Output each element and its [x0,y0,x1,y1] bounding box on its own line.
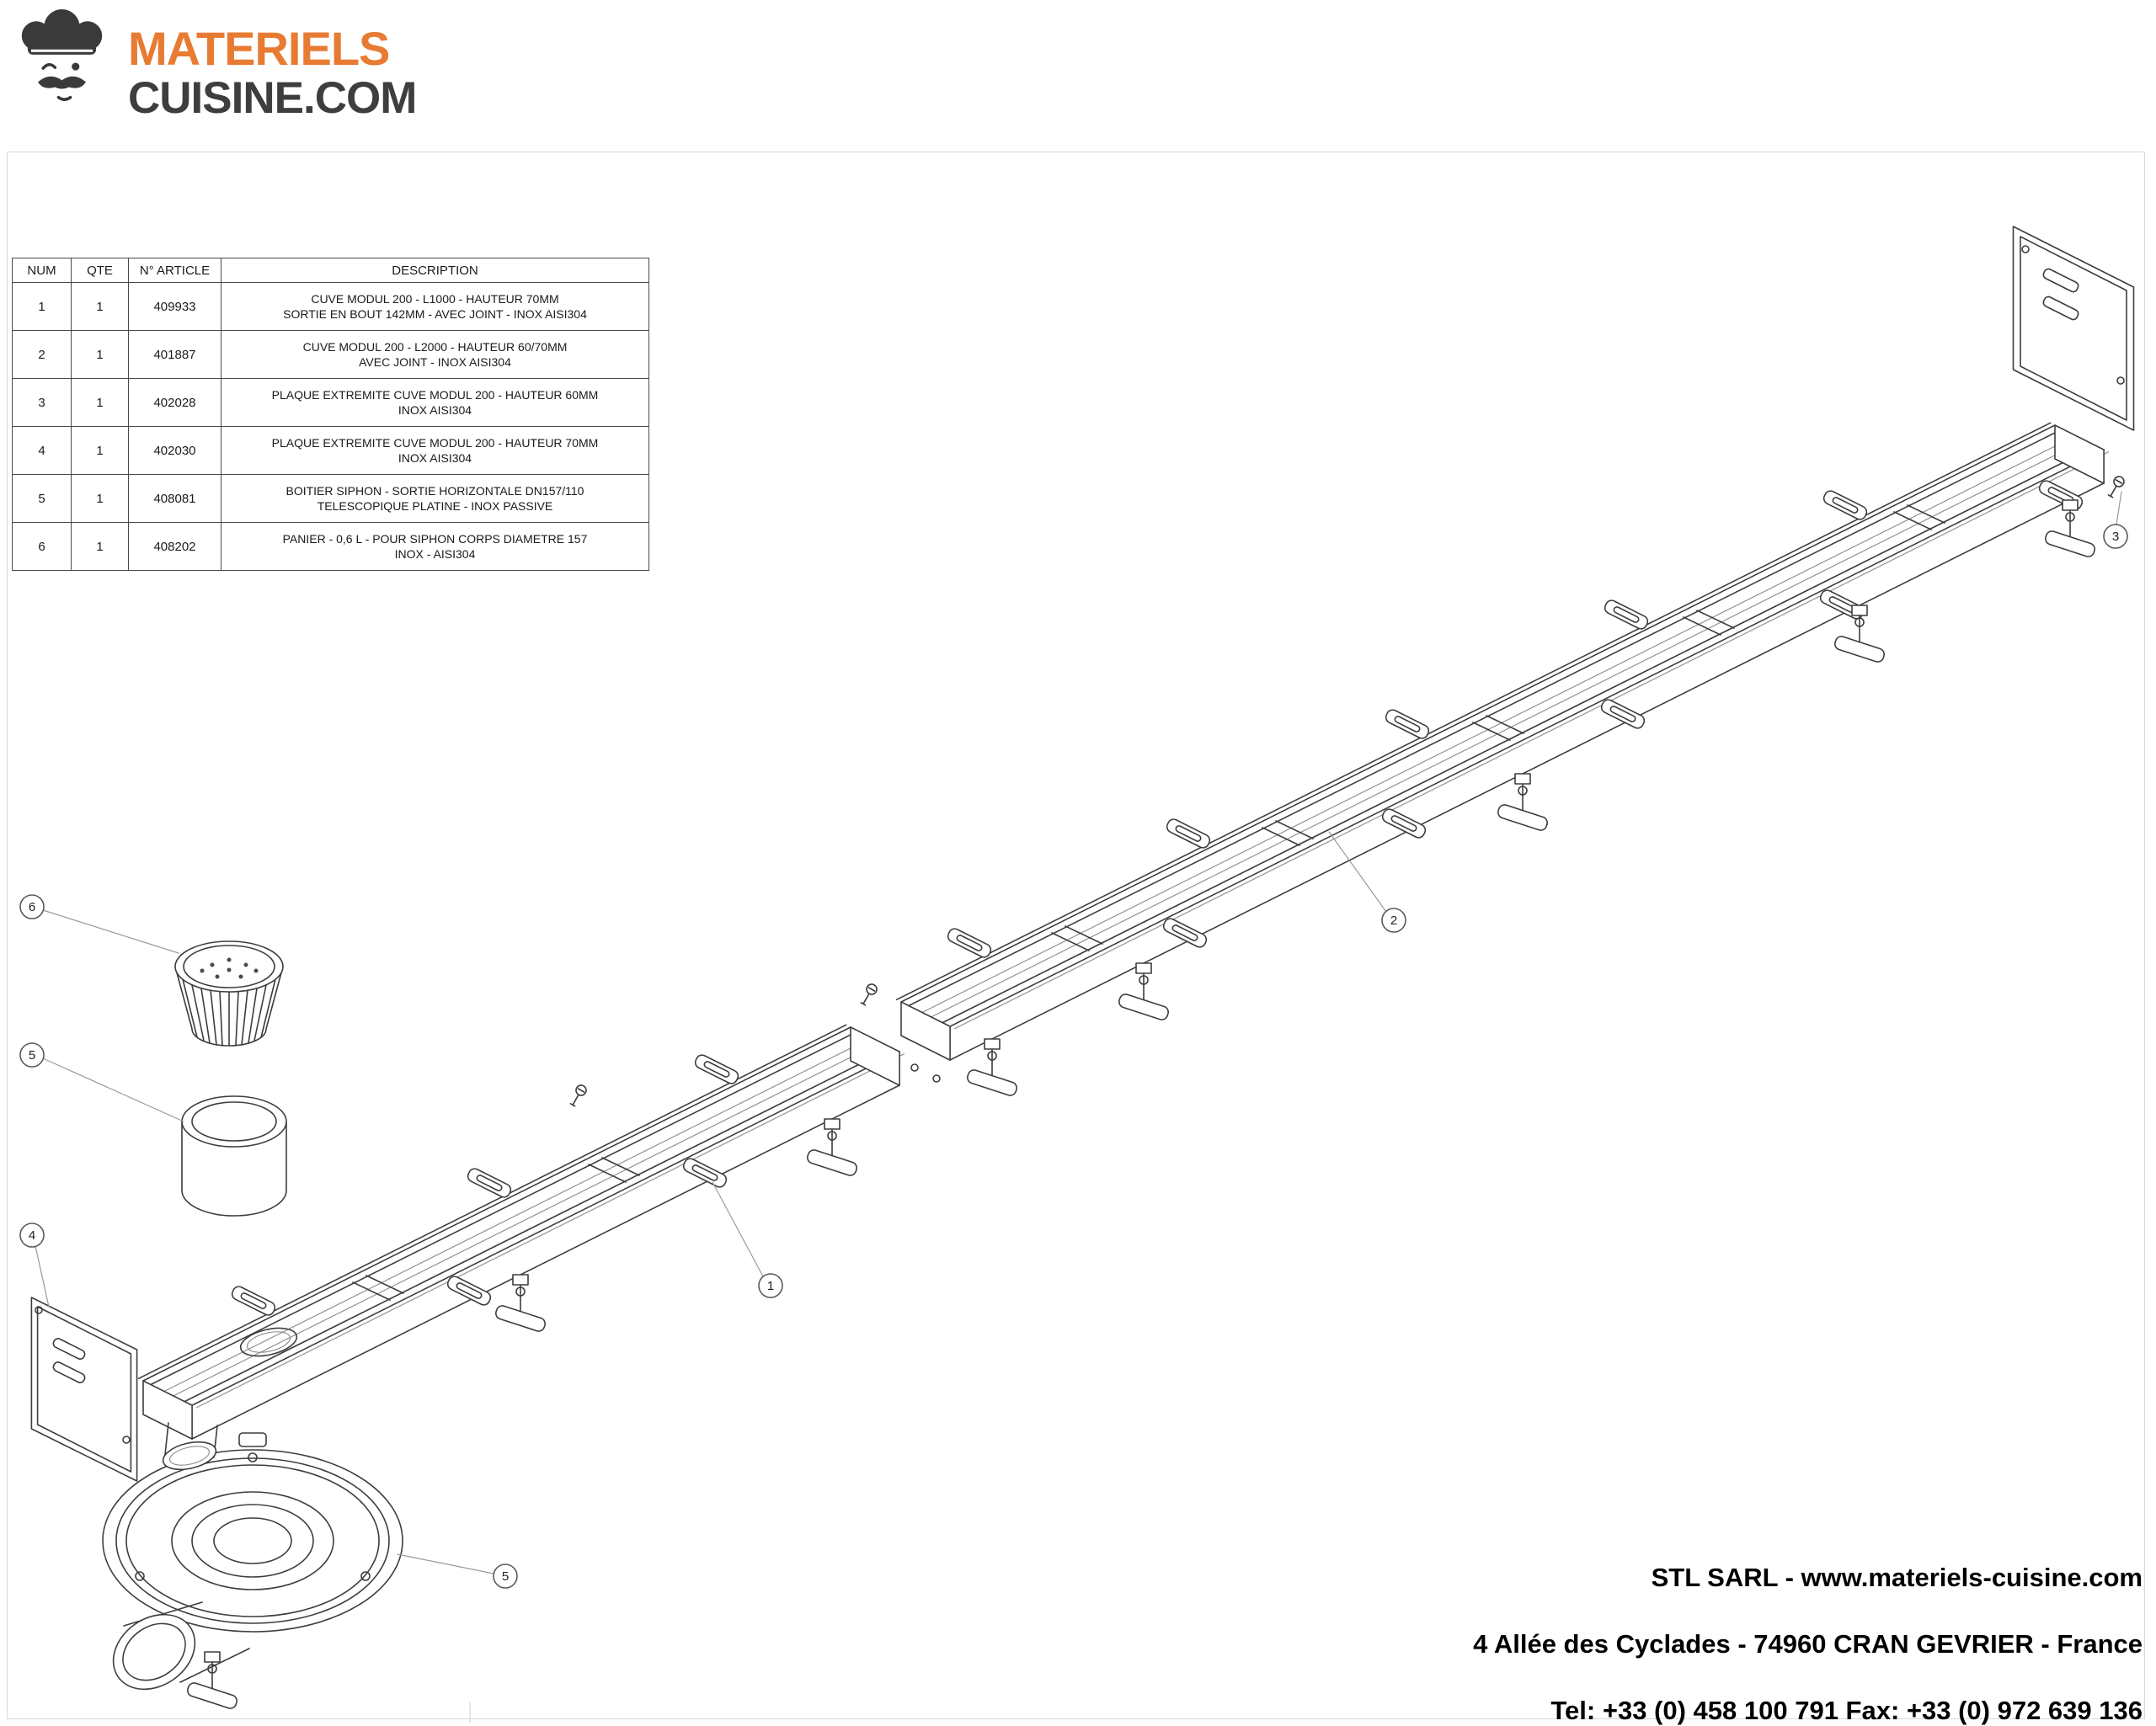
footer-address-line: 4 Allée des Cyclades - 74960 CRAN GEVRIE… [1473,1629,2143,1659]
callout-balloon-5-siphon: 5 [397,1553,518,1589]
parts-table-row: 6 1 408202 PANIER - 0,6 L - POUR SIPHON … [12,522,649,571]
channel-segment-2 [895,422,2110,1096]
support-foot [2045,499,2095,557]
header-article: N° ARTICLE [128,258,221,283]
part-description: PLAQUE EXTREMITE CUVE MODUL 200 - HAUTEU… [221,378,649,427]
support-foot [1118,962,1169,1020]
support-foot [1834,605,1885,663]
siphon-body [102,1432,403,1709]
brand-name-top: MATERIELS [128,22,390,75]
part-description: BOITIER SIPHON - SORTIE HORIZONTALE DN15… [221,474,649,523]
part-article: 408202 [128,522,221,571]
footer-phone-line: Tel: +33 (0) 458 100 791 Fax: +33 (0) 97… [1550,1696,2143,1725]
brand-text: MATERIELS CUISINE.COM [128,22,417,123]
company-footer: STL SARL - www.materiels-cuisine.com 4 A… [1473,1563,2143,1726]
part-description: CUVE MODUL 200 - L1000 - HAUTEUR 70MM SO… [221,282,649,331]
siphon-outlet-pipe [112,1601,250,1691]
callout-balloon-4: 4 [19,1223,50,1308]
part-description: CUVE MODUL 200 - L2000 - HAUTEUR 60/70MM… [221,330,649,379]
brand-logo: MATERIELS CUISINE.COM [8,7,417,123]
part-description: PANIER - 0,6 L - POUR SIPHON CORPS DIAME… [221,522,649,571]
support-foot [187,1651,237,1709]
siphon-basket [174,940,284,1047]
parts-table-row: 5 1 408081 BOITIER SIPHON - SORTIE HORIZ… [12,474,649,523]
parts-table-header-row: NUM QTE N° ARTICLE DESCRIPTION [12,258,649,283]
callout-balloon-3: 3 [2103,491,2128,549]
chef-hat-icon [21,9,103,101]
callout-balloon-5-sleeve: 5 [19,1042,184,1122]
channel-segment-1 [137,1024,905,1471]
parts-table-row: 2 1 401887 CUVE MODUL 200 - L2000 - HAUT… [12,330,649,379]
sheet-border [7,152,2145,1719]
part-article: 408081 [128,474,221,523]
part-num: 4 [12,426,72,475]
end-outlet-hole [239,1327,298,1357]
parts-table: NUM QTE N° ARTICLE DESCRIPTION 1 1 40993… [12,258,649,571]
callout-balloon-1: 1 [712,1181,783,1298]
callout-label: 5 [29,1048,35,1063]
part-qty: 1 [71,522,129,571]
part-description: PLAQUE EXTREMITE CUVE MODUL 200 - HAUTEU… [221,426,649,475]
part-article: 401887 [128,330,221,379]
part-qty: 1 [71,426,129,475]
parts-table-row: 4 1 402030 PLAQUE EXTREMITE CUVE MODUL 2… [12,426,649,475]
header-num: NUM [12,258,72,283]
part-article: 409933 [128,282,221,331]
callout-label: 3 [2112,530,2119,544]
basket-perforations [200,957,259,979]
telescopic-sleeve [181,1095,287,1217]
brand-name-bottom: CUISINE.COM [128,73,417,123]
parts-table-row: 3 1 402028 PLAQUE EXTREMITE CUVE MODUL 2… [12,378,649,427]
screw [569,1084,587,1107]
part-qty: 1 [71,474,129,523]
callout-balloon-2: 2 [1328,831,1406,933]
support-foot [807,1118,857,1176]
part-article: 402030 [128,426,221,475]
callout-balloon-6: 6 [19,894,179,954]
support-foot [1497,773,1548,831]
callout-label: 1 [767,1279,774,1293]
parts-table-row: 1 1 409933 CUVE MODUL 200 - L1000 - HAUT… [12,282,649,331]
screw [860,983,878,1006]
callout-label: 6 [29,900,35,914]
callout-label: 2 [1390,914,1397,928]
support-foot [967,1038,1017,1096]
anchor-tab [947,480,2084,958]
end-plate-60mm [2012,226,2135,431]
header-qty: QTE [71,258,129,283]
end-plate-70mm [30,1297,138,1482]
header-description: DESCRIPTION [221,258,649,283]
cross-brace [1051,504,1945,951]
outlet-spout [162,1422,218,1471]
support-foot [495,1274,546,1332]
footer-company-line: STL SARL - www.materiels-cuisine.com [1651,1563,2143,1592]
callout-label: 4 [29,1228,35,1243]
basket-slots [182,978,276,1047]
screw [2107,476,2125,498]
anchor-tab [231,1054,739,1316]
callout-label: 5 [502,1569,509,1584]
cross-brace [352,1157,640,1301]
